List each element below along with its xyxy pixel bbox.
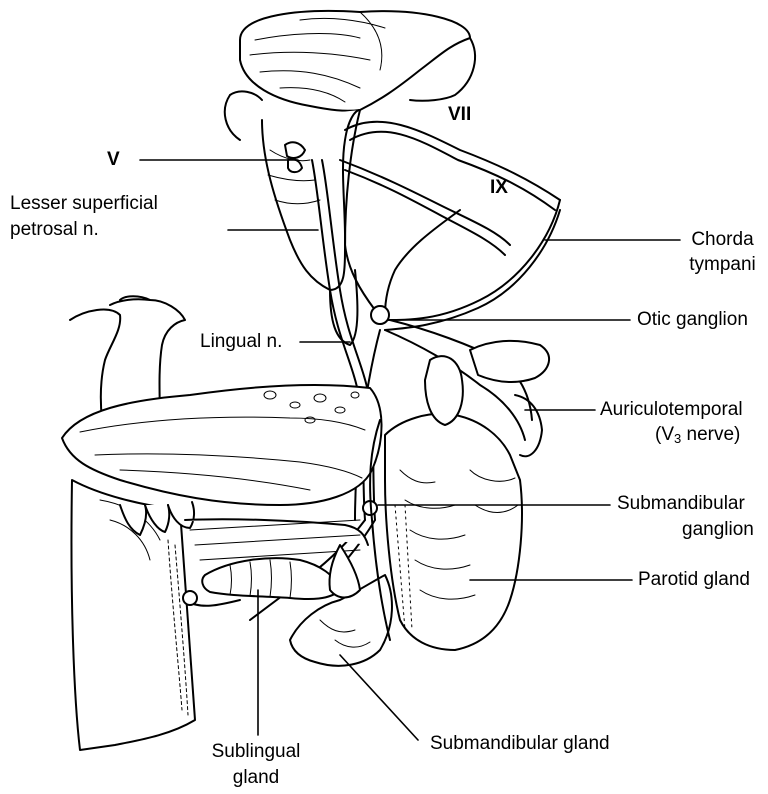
label-lesser-superficial-line2: petrosal n. (10, 218, 99, 241)
label-submandibular-gland: Submandibular gland (430, 732, 610, 755)
otic-ganglion-shape (371, 306, 389, 324)
label-otic-ganglion: Otic ganglion (637, 308, 748, 331)
parotid-gland-drawing (385, 341, 549, 650)
label-submandibular-ganglion-line2: ganglion (682, 518, 754, 541)
label-auriculotemporal-line2: (V3 nerve) (655, 423, 740, 450)
label-vii: VII (448, 103, 471, 126)
label-sublingual-line2: gland (196, 766, 316, 789)
mylohyoid-drawing (185, 519, 368, 545)
label-ix: IX (490, 176, 508, 199)
leader-submandibular-gland (340, 655, 418, 740)
label-chorda-tympani-line1: Chorda (680, 228, 765, 251)
label-v: V (107, 148, 120, 171)
label-lingual-nerve: Lingual n. (200, 330, 282, 353)
brainstem-drawing (225, 11, 475, 345)
mandible-body-drawing (71, 480, 195, 750)
sublingual-gland-drawing (183, 558, 340, 606)
label-lesser-superficial-line1: Lesser superficial (10, 192, 158, 215)
label-chorda-tympani-line2: tympani (680, 253, 765, 276)
label-sublingual-line1: Sublingual (196, 740, 316, 763)
label-submandibular-ganglion-line1: Submandibular (617, 492, 745, 515)
label-auriculotemporal-line1: Auriculotemporal (600, 398, 743, 421)
label-parotid-gland: Parotid gland (638, 568, 750, 591)
